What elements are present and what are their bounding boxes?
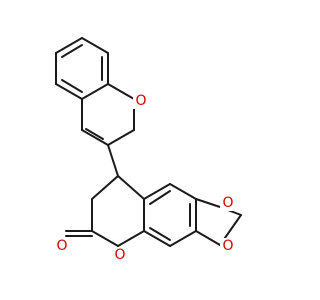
bond bbox=[149, 227, 171, 241]
atom-label: O bbox=[135, 93, 146, 109]
bond bbox=[61, 79, 83, 93]
bond bbox=[169, 230, 197, 247]
atom-label: O bbox=[222, 238, 233, 254]
chemical-structure-diagram: O O O O O bbox=[54, 37, 242, 263]
oxygen-atom: O bbox=[220, 238, 236, 254]
bond bbox=[107, 129, 135, 146]
atom-label: O bbox=[56, 238, 67, 254]
bond bbox=[55, 83, 83, 100]
bond bbox=[61, 44, 83, 58]
bond bbox=[107, 83, 135, 100]
bond bbox=[117, 175, 145, 200]
oxygen-atom: O bbox=[54, 238, 70, 254]
bond bbox=[143, 230, 171, 247]
bond bbox=[143, 183, 171, 200]
oxygen-atom: O bbox=[220, 195, 236, 211]
atom-label: O bbox=[222, 195, 233, 211]
bond bbox=[107, 144, 119, 177]
bond bbox=[85, 128, 104, 140]
bond bbox=[91, 175, 119, 200]
bond bbox=[149, 190, 171, 205]
bond bbox=[117, 230, 145, 247]
oxygen-atom: O bbox=[133, 93, 149, 109]
bond bbox=[195, 230, 221, 246]
bonds bbox=[55, 37, 242, 247]
atom-labels: O O O O O bbox=[54, 93, 236, 263]
bond bbox=[81, 83, 109, 100]
bond bbox=[81, 129, 109, 146]
atom-label: O bbox=[114, 247, 125, 263]
bond bbox=[55, 37, 83, 54]
bond bbox=[81, 37, 109, 54]
oxygen-atom: O bbox=[112, 247, 128, 263]
bond bbox=[195, 198, 221, 208]
bond bbox=[91, 230, 119, 247]
bond bbox=[169, 183, 197, 200]
